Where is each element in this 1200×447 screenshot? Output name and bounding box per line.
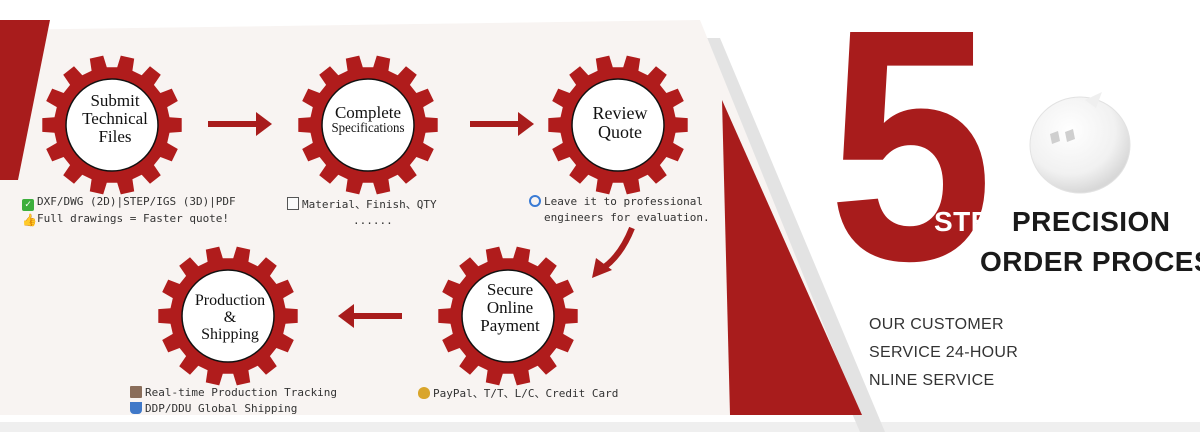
step-5-caption-line-1: Real-time Production Tracking xyxy=(145,386,338,399)
step-2-caption-line-1: Material、Finish、QTY xyxy=(302,198,437,211)
step-2-label: Complete Specifications xyxy=(312,104,424,137)
step-1-label: Submit Technical Files xyxy=(65,92,165,146)
step-4-label: Secure Online Payment xyxy=(460,281,560,335)
money-bag-icon xyxy=(418,387,430,399)
big-number-five: 5 xyxy=(828,0,993,329)
step-2-caption: Material、Finish、QTY ...... xyxy=(287,197,437,229)
ship-icon xyxy=(130,402,142,414)
step-1-line-2: Technical xyxy=(82,108,148,128)
gear-icon xyxy=(42,55,182,195)
step-2-line-1: Complete xyxy=(334,103,402,122)
step-3-caption: Leave it to professional engineers for e… xyxy=(529,194,710,226)
arrow-right-1 xyxy=(208,112,272,136)
step-4-line-1: Secure xyxy=(486,280,534,299)
gear-icon xyxy=(548,55,688,195)
service-line-1: OUR CUSTOMER xyxy=(869,316,1004,333)
speech-bubble-icon xyxy=(1029,92,1131,194)
step-5-line-1: Production xyxy=(194,292,266,309)
green-check-icon: ✓ xyxy=(22,199,34,211)
step-5-caption: Real-time Production Tracking DDP/DDU Gl… xyxy=(130,385,337,417)
step-3-line-2: Quote xyxy=(598,121,642,142)
step-5-label: Production & Shipping xyxy=(180,292,280,343)
service-line-3: NLINE SERVICE xyxy=(869,372,995,389)
step-5-caption-line-2: DDP/DDU Global Shipping xyxy=(145,402,298,415)
gear-icon xyxy=(158,246,298,386)
service-line-2: SERVICE 24-HOUR xyxy=(869,344,1019,361)
factory-icon xyxy=(130,386,142,398)
gear-icon xyxy=(298,55,438,195)
thumbs-up-icon: 👍 xyxy=(22,213,37,227)
flow-arrows xyxy=(208,112,635,328)
step-1-line-1: Submit xyxy=(90,91,140,110)
step-3-caption-line-1: Leave it to professional xyxy=(544,195,703,208)
red-left-wedge xyxy=(0,20,50,180)
step-4-line-3: Payment xyxy=(480,315,540,335)
headline-order-process: ORDER PROCESS xyxy=(980,246,1200,277)
step-4-caption-line-1: PayPal、T/T、L/C、Credit Card xyxy=(433,387,619,400)
step-3-label: Review Quote xyxy=(570,104,670,142)
step-1-caption-line-1: DXF/DWG (2D)|STEP/IGS (3D)|PDF xyxy=(37,195,236,208)
headline-step: STEP xyxy=(934,206,1010,237)
arrow-right-2 xyxy=(470,112,534,136)
step-1-line-3: Files xyxy=(98,126,132,146)
step-2-caption-line-2: ...... xyxy=(353,214,393,227)
arrow-left-3 xyxy=(338,304,402,328)
step-4-line-2: Online xyxy=(486,297,534,317)
gears xyxy=(42,55,688,386)
arrow-down-left xyxy=(592,226,635,278)
step-5-line-2: & xyxy=(223,308,237,326)
step-1-caption-line-2: Full drawings = Faster quote! xyxy=(37,212,230,225)
red-right-triangle xyxy=(722,100,862,415)
step-2-line-2: Specifications xyxy=(331,120,405,136)
memo-icon xyxy=(287,197,299,210)
step-3-line-1: Review xyxy=(592,103,648,123)
step-1-caption: ✓DXF/DWG (2D)|STEP/IGS (3D)|PDF 👍Full dr… xyxy=(22,194,236,227)
step-5-line-3: Shipping xyxy=(201,325,259,343)
step-3-caption-line-2: engineers for evaluation. xyxy=(544,211,710,224)
bottom-stripe xyxy=(0,422,1200,432)
headline-precision: PRECISION xyxy=(1012,206,1171,237)
magnifier-icon xyxy=(529,195,541,207)
step-4-caption: PayPal、T/T、L/C、Credit Card xyxy=(418,386,618,402)
gear-icon xyxy=(438,246,578,386)
